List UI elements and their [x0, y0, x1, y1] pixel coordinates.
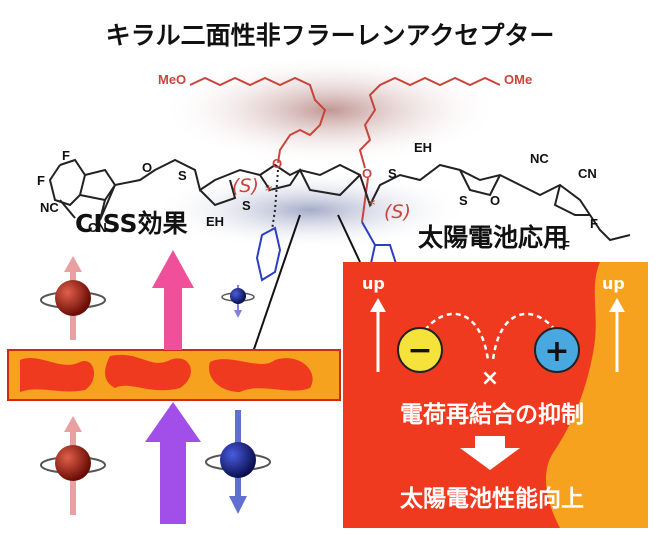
stereo-label-left: (S): [232, 175, 259, 197]
down-arrow-icon: [460, 436, 520, 470]
meo-label: MeO: [158, 72, 186, 87]
recombination-path: [491, 312, 556, 361]
nc-label: NC: [40, 200, 59, 215]
spin-up-electron-icon: [40, 416, 106, 515]
connector-line: [251, 214, 301, 356]
nc-label: NC: [530, 151, 549, 166]
connector-line: [337, 214, 361, 263]
active-layer-film: [7, 349, 341, 401]
electron-minus-icon: [397, 327, 443, 373]
oxygen-label: O: [490, 193, 500, 208]
sulfur-label: S: [242, 198, 251, 213]
up-arrow-icon: [370, 298, 386, 372]
blocked-cross-icon: ×: [481, 366, 499, 391]
eh-label: EH: [206, 214, 224, 229]
title: キラル二面性非フラーレンアクセプター: [106, 21, 555, 50]
ome-label: OMe: [504, 72, 532, 87]
cn-label: CN: [88, 220, 107, 235]
hole-plus-icon: [534, 327, 580, 373]
fluorine-label: F: [590, 216, 598, 231]
oxygen-label-left: O: [272, 156, 282, 171]
spin-purple-arrow: [145, 402, 201, 524]
plus-sign: +: [544, 334, 569, 369]
cn-label: CN: [578, 166, 597, 181]
sulfur-label: S: [459, 193, 468, 208]
stereo-label-right: (S): [384, 201, 411, 223]
improvement-text: 太陽電池性能向上: [400, 485, 584, 512]
minus-sign: −: [407, 333, 432, 368]
fluorine-label: F: [562, 238, 570, 253]
eh-label: EH: [414, 140, 432, 155]
fluorine-label: F: [37, 173, 45, 188]
oxygen-label-right: O: [362, 166, 372, 181]
ciss-effect-label: CISS効果: [75, 209, 188, 238]
sulfur-label: S: [388, 166, 397, 181]
stereo-star-right: *: [368, 196, 376, 214]
up-arrow-icon: [609, 298, 625, 372]
stereo-star-left: *: [265, 182, 273, 200]
up-label-right: up: [602, 274, 625, 293]
sulfur-label: S: [178, 168, 187, 183]
recombination-path: [424, 312, 490, 361]
suppression-text: 電荷再結合の抑制: [400, 401, 584, 428]
hydrophilic-face-shading: [160, 55, 500, 165]
hydrophobic-face-shading: [150, 170, 470, 250]
solar-panel-box: [343, 262, 648, 528]
fluorine-label: F: [62, 148, 70, 163]
molecule-structure: [48, 76, 631, 291]
spin-up-pink-arrow: [152, 250, 194, 350]
spin-up-electron-icon: [40, 256, 106, 340]
spin-down-electron-small-icon: [221, 285, 255, 318]
up-label-left: up: [362, 274, 385, 293]
solar-application-label: 太陽電池応用: [418, 223, 568, 252]
oxygen-label: O: [142, 160, 152, 175]
spin-down-electron-icon: [205, 410, 271, 514]
